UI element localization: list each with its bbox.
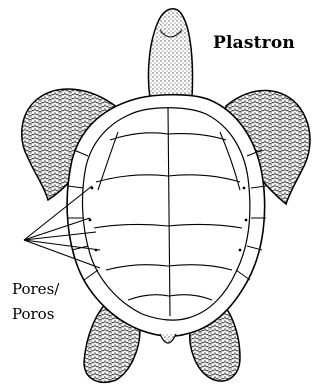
diagram-title: Plastron <box>213 33 295 53</box>
plastron-shell <box>67 95 265 336</box>
pores-label-line1: Pores/ <box>12 277 59 302</box>
tail <box>160 334 176 343</box>
pores-label-line2: Poros <box>12 302 59 327</box>
head-and-neck <box>148 9 192 98</box>
pores-label: Pores/ Poros <box>12 277 59 327</box>
